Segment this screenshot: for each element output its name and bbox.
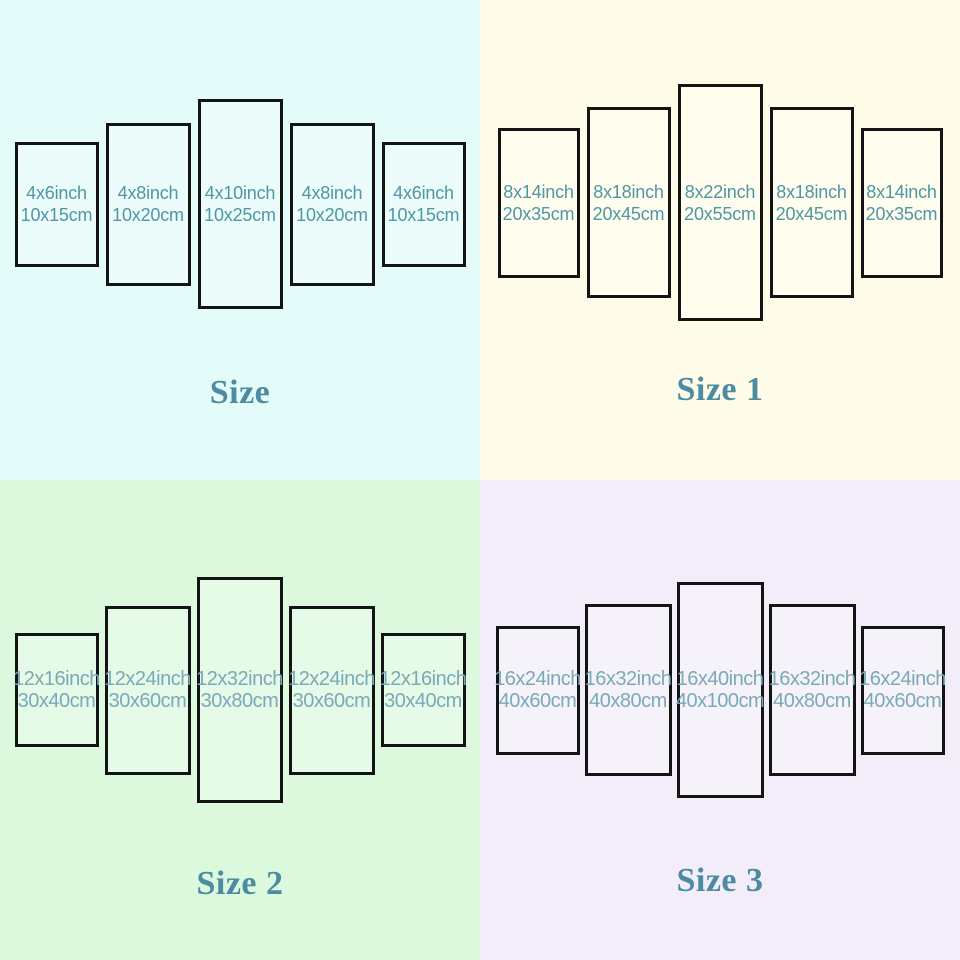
panel: 12x16inch 30x40cm bbox=[379, 633, 467, 747]
panel-size-cm: 20x35cm bbox=[502, 203, 575, 224]
panel-size-inch: 12x16inch bbox=[379, 668, 467, 690]
panel: 16x24inch 40x60cm bbox=[494, 625, 581, 755]
panel: 12x24inch 30x60cm bbox=[288, 605, 375, 775]
panel: 12x16inch 30x40cm bbox=[13, 633, 100, 747]
panel-row: 12x16inch 30x40cm 12x24inch 30x60cm 12x3… bbox=[0, 577, 480, 803]
panel-size-inch: 4x8inch bbox=[117, 183, 179, 203]
panel: 8x18inch 20x45cm bbox=[769, 107, 854, 298]
panel: 4x6inch 10x15cm bbox=[381, 141, 466, 267]
panel-size-inch: 4x6inch bbox=[393, 183, 454, 203]
panel-size-inch: 12x16inch bbox=[13, 668, 100, 690]
panel: 16x40inch 40x100cm bbox=[675, 582, 765, 798]
panel-size-cm: 40x60cm bbox=[863, 690, 942, 712]
panel: 4x10inch 10x25cm bbox=[197, 99, 283, 309]
panel-size-cm: 30x40cm bbox=[17, 690, 96, 712]
panel-size-cm: 10x15cm bbox=[20, 205, 93, 225]
panel-size-inch: 8x18inch bbox=[776, 181, 847, 202]
quadrant-title: Size bbox=[209, 374, 271, 412]
panel-size-inch: 16x32inch bbox=[768, 668, 856, 690]
panel: 8x14inch 20x35cm bbox=[497, 127, 580, 278]
panel-size-inch: 16x32inch bbox=[584, 668, 672, 690]
panel: 16x24inch 40x60cm bbox=[859, 625, 946, 755]
quadrant-size: 4x6inch 10x15cm 4x8inch 10x20cm 4x10inch… bbox=[0, 0, 480, 480]
panel: 12x24inch 30x60cm bbox=[104, 605, 191, 775]
panel-size-inch: 16x40inch bbox=[676, 668, 764, 690]
quadrant-size-1: 8x14inch 20x35cm 8x18inch 20x45cm 8x22in… bbox=[480, 0, 960, 480]
panel-size-cm: 30x60cm bbox=[292, 690, 371, 712]
panel-size-inch: 4x6inch bbox=[26, 183, 87, 203]
panel-size-inch: 16x24inch bbox=[859, 668, 946, 690]
panel-size-inch: 16x24inch bbox=[494, 668, 581, 690]
panel-size-cm: 40x60cm bbox=[498, 690, 577, 712]
panel: 4x8inch 10x20cm bbox=[105, 122, 191, 286]
panel-size-cm: 20x35cm bbox=[865, 203, 938, 224]
panel: 8x22inch 20x55cm bbox=[677, 84, 763, 321]
panel-size-cm: 20x45cm bbox=[592, 203, 665, 224]
panel: 4x6inch 10x15cm bbox=[14, 141, 99, 267]
panel-size-cm: 10x25cm bbox=[204, 205, 276, 225]
panel-size-cm: 10x20cm bbox=[296, 205, 368, 225]
panel-size-inch: 8x14inch bbox=[503, 181, 574, 202]
panel-size-cm: 10x15cm bbox=[387, 205, 460, 225]
panel-row: 4x6inch 10x15cm 4x8inch 10x20cm 4x10inch… bbox=[0, 99, 480, 309]
panel: 12x32inch 30x80cm bbox=[196, 577, 283, 803]
quadrant-title: Size 3 bbox=[676, 862, 764, 900]
panel: 16x32inch 40x80cm bbox=[768, 604, 856, 776]
quadrant-size-2: 12x16inch 30x40cm 12x24inch 30x60cm 12x3… bbox=[0, 480, 480, 960]
panel: 8x18inch 20x45cm bbox=[586, 107, 671, 298]
panel-size-inch: 12x24inch bbox=[104, 668, 191, 690]
quadrant-title: Size 2 bbox=[196, 865, 284, 903]
panel-size-cm: 30x80cm bbox=[200, 690, 279, 712]
panel-size-inch: 8x14inch bbox=[866, 181, 937, 202]
panel-row: 16x24inch 40x60cm 16x32inch 40x80cm 16x4… bbox=[480, 582, 960, 798]
panel-size-cm: 20x55cm bbox=[684, 203, 756, 224]
panel-size-cm: 30x40cm bbox=[384, 690, 462, 712]
panel-size-cm: 10x20cm bbox=[112, 205, 184, 225]
panel-size-cm: 40x80cm bbox=[589, 690, 667, 712]
panel-size-cm: 30x60cm bbox=[108, 690, 187, 712]
panel-size-inch: 8x22inch bbox=[684, 181, 756, 202]
panel-size-inch: 4x8inch bbox=[301, 183, 363, 203]
panel-row: 8x14inch 20x35cm 8x18inch 20x45cm 8x22in… bbox=[480, 84, 960, 321]
panel-size-inch: 12x24inch bbox=[288, 668, 375, 690]
panel-size-cm: 40x80cm bbox=[773, 690, 851, 712]
quadrant-title: Size 1 bbox=[676, 371, 764, 409]
panel-size-inch: 4x10inch bbox=[204, 183, 276, 203]
panel-size-inch: 12x32inch bbox=[196, 668, 283, 690]
panel: 4x8inch 10x20cm bbox=[289, 122, 375, 286]
panel: 16x32inch 40x80cm bbox=[584, 604, 672, 776]
quadrant-size-3: 16x24inch 40x60cm 16x32inch 40x80cm 16x4… bbox=[480, 480, 960, 960]
panel-size-cm: 20x45cm bbox=[775, 203, 848, 224]
panel-size-cm: 40x100cm bbox=[675, 690, 765, 712]
panel-size-inch: 8x18inch bbox=[593, 181, 664, 202]
panel: 8x14inch 20x35cm bbox=[860, 127, 943, 278]
